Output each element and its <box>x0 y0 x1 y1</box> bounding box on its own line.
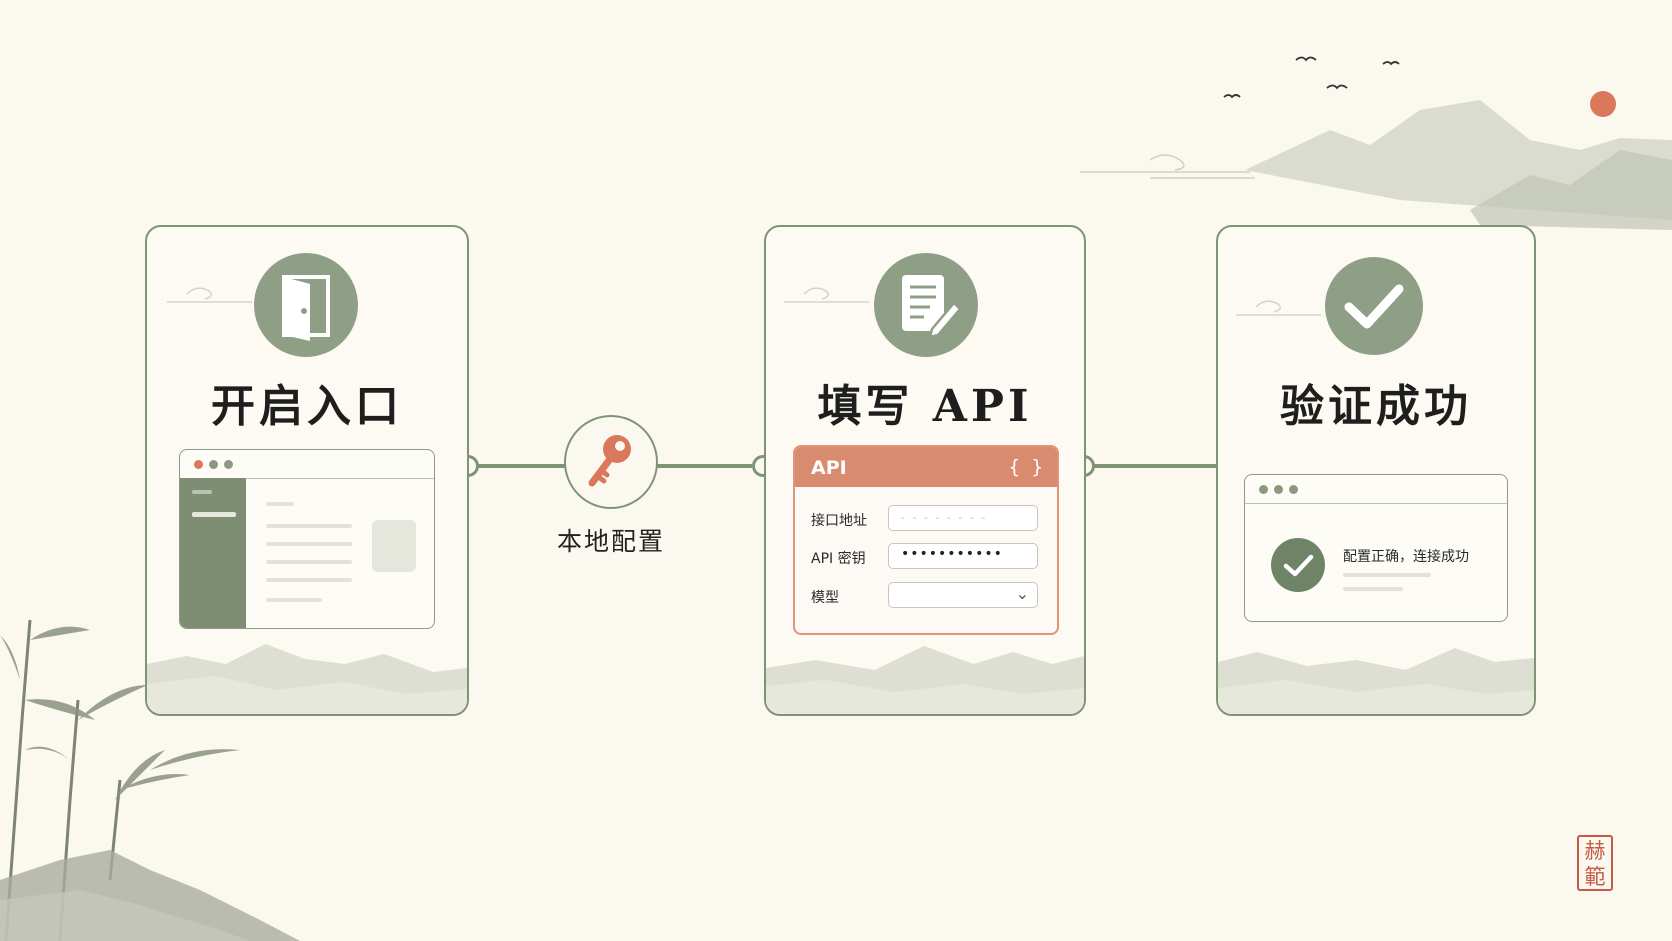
step-title: 开启入口 <box>211 381 403 432</box>
endpoint-label: 接口地址 <box>811 513 867 529</box>
step-icon <box>874 253 978 357</box>
window-dot-icon <box>224 460 233 469</box>
chevron-down-icon: ⌄ <box>1015 584 1029 603</box>
artist-seal: 赫範 <box>1577 835 1613 891</box>
api-config-form: API { } 接口地址 - - - - - - - - API 密钥 ••••… <box>793 445 1059 635</box>
birds-icon <box>1223 56 1400 99</box>
card-mountains <box>1218 648 1534 714</box>
card-mountains <box>147 644 467 714</box>
card-mountains <box>766 646 1084 714</box>
window-dot-icon <box>1289 485 1298 494</box>
api-form-title: API <box>811 457 847 479</box>
sun-icon <box>1590 91 1616 117</box>
step-card-verify-success: 验证成功 配置正确，连接成功 <box>1216 225 1536 716</box>
cloud-icon <box>1080 154 1255 179</box>
window-dot-icon <box>1274 485 1283 494</box>
image-placeholder <box>372 520 416 572</box>
step-card-open-entry: 开启入口 <box>145 225 469 716</box>
checkmark-icon <box>1344 284 1404 329</box>
success-window-mock: 配置正确，连接成功 <box>1244 474 1508 622</box>
window-sidebar <box>180 478 246 628</box>
door-icon <box>282 275 330 341</box>
api-form-header: API { } <box>795 447 1057 487</box>
step-icon <box>254 253 358 357</box>
connector-line-2 <box>657 464 752 468</box>
app-window-mock <box>179 449 435 629</box>
endpoint-input[interactable]: - - - - - - - - <box>888 505 1038 531</box>
api-key-label: API 密钥 <box>811 551 866 567</box>
cloud-icon <box>784 287 869 303</box>
success-message: 配置正确，连接成功 <box>1343 549 1469 565</box>
connector-line-1 <box>476 464 566 468</box>
step-icon <box>1325 257 1423 355</box>
step-title: 验证成功 <box>1280 381 1472 432</box>
document-edit-icon <box>902 275 962 339</box>
window-dot-icon <box>1259 485 1268 494</box>
window-titlebar <box>180 450 434 479</box>
connector-label: 本地配置 <box>556 527 665 556</box>
model-label: 模型 <box>811 590 839 606</box>
window-dot-icon <box>209 460 218 469</box>
cloud-icon <box>1236 300 1321 316</box>
api-key-input[interactable]: ••••••••••• <box>888 543 1038 569</box>
success-check-icon <box>1271 538 1325 592</box>
key-icon <box>588 435 631 487</box>
step-card-fill-api: 填写 API API { } 接口地址 - - - - - - - - API … <box>764 225 1086 716</box>
cloud-icon <box>167 287 252 303</box>
step-title: 填写 API <box>817 381 1033 432</box>
window-titlebar <box>1245 475 1507 504</box>
key-node <box>564 415 658 509</box>
connector-line-3 <box>1094 464 1218 468</box>
window-dot-icon <box>194 460 203 469</box>
model-select[interactable]: ⌄ <box>888 582 1038 608</box>
code-braces-icon: { } <box>1008 456 1043 478</box>
